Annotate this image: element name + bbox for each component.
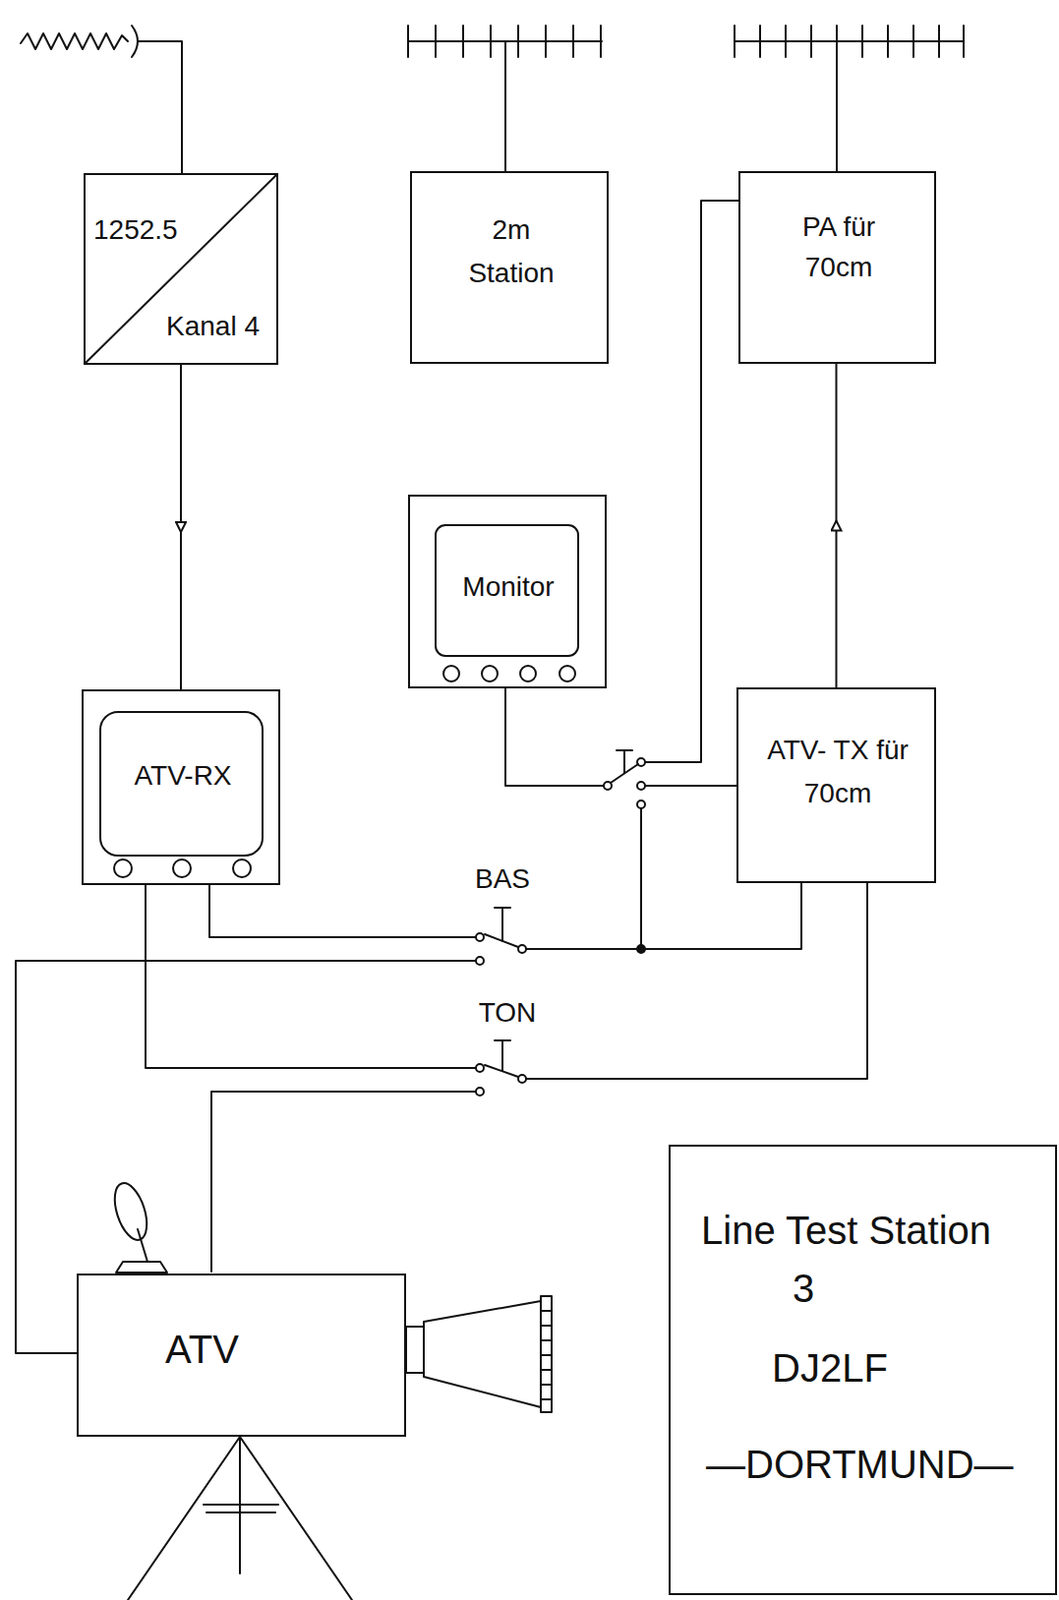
node-text: 1252.5 — [93, 210, 202, 250]
node-text: PA für 70cm — [794, 206, 883, 288]
yagi-antenna — [408, 25, 602, 172]
camera-body: ATV — [76, 1273, 407, 1437]
node-text: Kanal 4 — [166, 306, 275, 347]
node-text: Line Test Station 3 — [701, 1201, 997, 1318]
transmitter-box: ATV- TX für 70cm — [736, 687, 937, 883]
node-text: ATV-RX — [105, 756, 261, 796]
tripod — [127, 1436, 353, 1600]
video-switch — [15, 882, 802, 1354]
title-block: Line Test Station 3 DJ2LF —DORTMUND— — [668, 1144, 1058, 1595]
converter-diagonal — [84, 174, 278, 364]
camera-lens — [406, 1295, 552, 1412]
monitor-box: Monitor — [408, 494, 607, 689]
switch-label: BAS — [474, 862, 530, 896]
receiver-screen — [100, 711, 263, 878]
station-box: 2m Station — [410, 171, 609, 364]
yagi-antenna — [734, 25, 964, 172]
monitor-screen — [435, 525, 579, 682]
signal-arrow — [835, 363, 838, 688]
node-text: ATV — [165, 1326, 294, 1372]
switch-label: TON — [478, 996, 537, 1030]
node-text: DJ2LF — [771, 1343, 1008, 1393]
node-text: Monitor — [439, 567, 578, 607]
helical-antenna — [20, 25, 182, 174]
node-text: 2m Station — [457, 208, 566, 295]
camera-microphone — [108, 1178, 168, 1273]
node-text: ATV- TX für 70cm — [764, 728, 912, 816]
signal-arrow — [179, 364, 182, 690]
converter-box: 1252.5Kanal 4 — [83, 173, 279, 365]
amplifier-box: PA für 70cm — [738, 171, 937, 364]
receiver-box: ATV-RX — [81, 689, 281, 885]
node-text: —DORTMUND— — [706, 1439, 1041, 1489]
